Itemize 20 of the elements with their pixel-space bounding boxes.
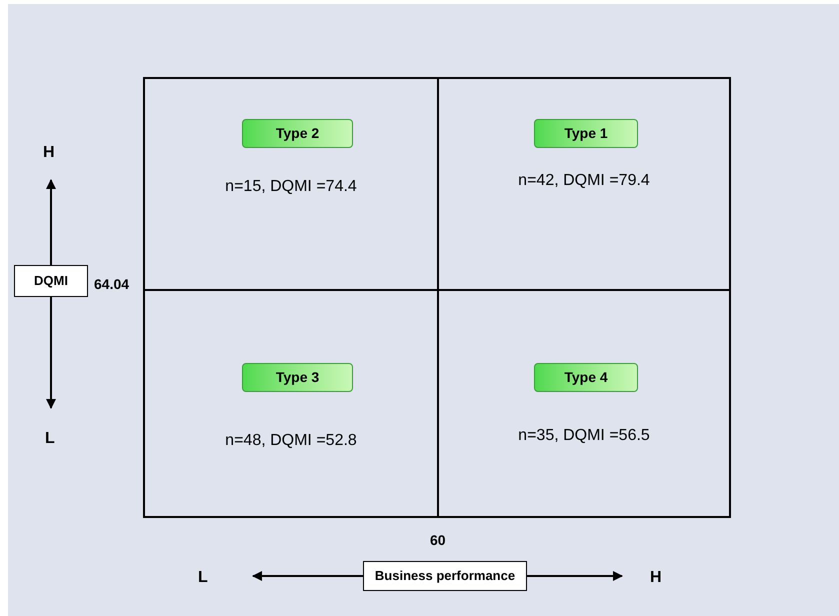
axis-title-box: DQMI [14,265,88,297]
quadrant-stats: n=35, DQMI =56.5 [517,426,651,446]
axis-label: L [45,429,55,449]
quadrant-box [437,77,731,291]
axis-label: L [198,568,208,588]
axis-label: H [43,143,55,163]
axis-title-box: Business performance [363,561,527,591]
quadrant-stats: n=48, DQMI =52.8 [224,431,358,451]
type-badge: Type 2 [242,119,353,148]
quadrant-box [143,77,439,291]
type-badge: Type 4 [534,363,638,392]
axis-label: 64.04 [94,275,130,294]
type-badge: Type 1 [534,119,638,148]
quadrant-stats: n=42, DQMI =79.4 [517,171,651,191]
quadrant-box [437,289,731,518]
quadrant-stats: n=15, DQMI =74.4 [224,177,358,197]
type-badge: Type 3 [242,363,353,392]
axis-label: 60 [430,531,446,550]
axis-label: H [650,568,662,588]
quadrant-box [143,289,439,518]
